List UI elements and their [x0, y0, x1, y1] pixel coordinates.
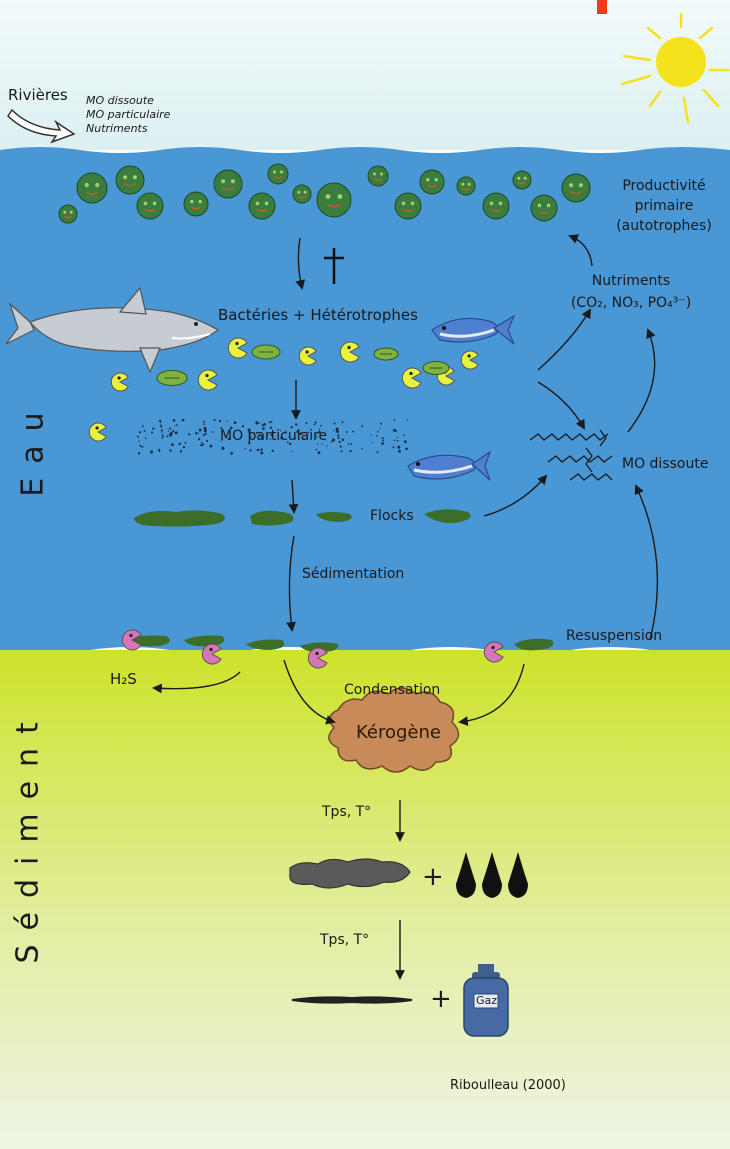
kerogene-label: Kérogène	[356, 722, 441, 743]
resuspension-label: Resuspension	[566, 628, 662, 644]
tps-label-1: Tps, T°	[322, 804, 371, 820]
phytoplankton-cell	[77, 173, 107, 203]
bacteries-label: Bactéries + Hétérotrophes	[218, 306, 418, 324]
eau-label: Eau	[16, 393, 51, 503]
productivite-line: (autotrophes)	[606, 216, 722, 236]
condensation-label: Condensation	[344, 682, 440, 698]
phytoplankton-cell	[457, 177, 475, 195]
mo-particulaire-label: MO particulaire	[220, 428, 327, 444]
heterotroph-cell	[423, 362, 449, 375]
sedimentation-label: Sédimentation	[302, 566, 404, 582]
flocks-label: Flocks	[370, 508, 414, 524]
phytoplankton-cell	[116, 166, 144, 194]
phytoplankton-cell	[268, 164, 288, 184]
tps-label-2: Tps, T°	[320, 932, 369, 948]
nutriments-label: Nutriments (CO₂, NO₃, PO₄³⁻)	[556, 270, 706, 314]
mo-dissoute-label: MO dissoute	[622, 456, 708, 472]
plus-sign-1: +	[422, 862, 444, 892]
heterotroph-cell	[252, 345, 280, 359]
credit-label: Riboulleau (2000)	[450, 1078, 566, 1093]
phytoplankton-cell	[293, 185, 311, 203]
oil-drop-icon	[456, 852, 528, 898]
phytoplankton-cell	[368, 166, 388, 186]
gaz-label: Gaz	[476, 994, 497, 1007]
heterotroph-cell	[157, 371, 187, 386]
phytoplankton-cell	[395, 193, 421, 219]
residue-line	[292, 997, 412, 1002]
phytoplankton-cell	[317, 183, 351, 217]
productivite-line: Productivité	[606, 176, 722, 196]
phytoplankton-cell	[59, 205, 77, 223]
nutriments-line: (CO₂, NO₃, PO₄³⁻)	[556, 292, 706, 314]
phytoplankton-cell	[562, 174, 590, 202]
productivite-label: Productivité primaire (autotrophes)	[606, 176, 722, 236]
heterotroph-cell	[374, 348, 398, 360]
productivite-line: primaire	[606, 196, 722, 216]
nutriments-line: Nutriments	[556, 270, 706, 292]
phytoplankton-cell	[420, 170, 444, 194]
phytoplankton-cell	[137, 193, 163, 219]
river-inputs: MO dissoute MO particulaire Nutriments	[86, 94, 170, 136]
rivieres-label: Rivières	[8, 86, 68, 104]
corner-mark	[597, 0, 607, 14]
h2s-label: H₂S	[110, 670, 137, 688]
plus-sign-2: +	[430, 984, 452, 1014]
phytoplankton-cell	[483, 193, 509, 219]
input-label: Nutriments	[86, 122, 170, 136]
phytoplankton-cell	[513, 171, 531, 189]
sediment-label: Sédiment	[11, 724, 46, 964]
phytoplankton-cell	[531, 195, 557, 221]
phytoplankton-cell	[214, 170, 242, 198]
phytoplankton-cell	[184, 192, 208, 216]
phytoplankton-cell	[249, 193, 275, 219]
input-label: MO dissoute	[86, 94, 170, 108]
input-label: MO particulaire	[86, 108, 170, 122]
